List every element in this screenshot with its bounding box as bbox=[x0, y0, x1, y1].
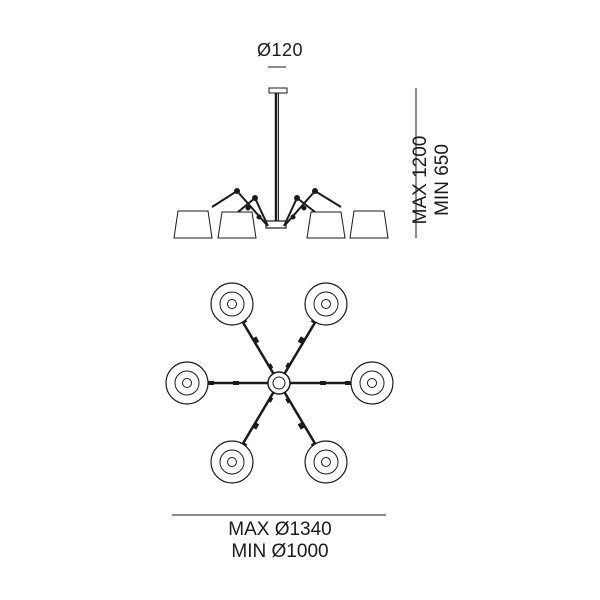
arm-joint bbox=[256, 214, 262, 220]
canopy-diameter-label: Ø120 bbox=[256, 40, 304, 60]
height-max-label: MAX 1200 bbox=[410, 135, 431, 225]
plan-lampshade-left bbox=[165, 361, 209, 405]
span-dimension-labels: MAX Ø1340 MIN Ø1000 bbox=[195, 519, 365, 563]
plan-lampshade-right bbox=[350, 361, 394, 405]
lampshade-far-right bbox=[349, 210, 389, 239]
lampshade-right bbox=[306, 211, 346, 239]
plan-lampshade-down-right bbox=[304, 440, 348, 484]
height-min-label: MIN 650 bbox=[432, 144, 453, 216]
span-min-label: MIN Ø1000 bbox=[231, 541, 329, 562]
arm-joint bbox=[252, 195, 258, 201]
arm-joint bbox=[294, 195, 300, 201]
central-hub bbox=[265, 220, 287, 229]
span-max-label: MAX Ø1340 bbox=[228, 519, 332, 540]
side-elevation-view bbox=[173, 87, 389, 239]
plan-lampshade-down-left bbox=[210, 440, 254, 484]
plan-lampshade-up-right bbox=[304, 282, 348, 326]
arm-joint bbox=[312, 188, 318, 194]
lampshade-left bbox=[217, 211, 257, 239]
height-dimension-labels: MAX 1200 MIN 650 bbox=[410, 125, 470, 235]
arm-joint bbox=[301, 205, 307, 211]
arm-joint bbox=[234, 188, 240, 194]
plan-lampshade-up-left bbox=[210, 282, 254, 326]
lampshade-far-left bbox=[173, 210, 213, 239]
ceiling-canopy bbox=[268, 87, 288, 94]
top-plan-view bbox=[165, 282, 394, 484]
arm-joint bbox=[290, 214, 296, 220]
arm-joint bbox=[245, 205, 251, 211]
